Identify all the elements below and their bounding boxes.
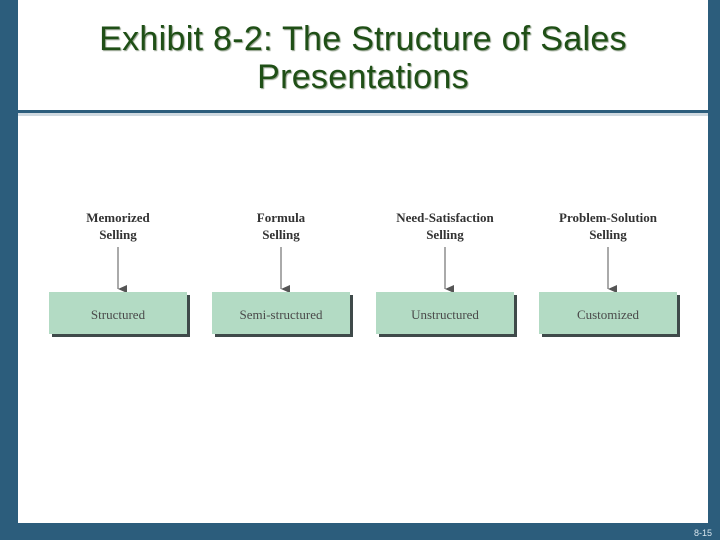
customized-label: Customized — [577, 307, 640, 322]
structured-label: Structured — [91, 307, 146, 322]
structured-box — [49, 292, 187, 334]
customized-box — [539, 292, 677, 334]
column-heading-line1: Memorized — [86, 210, 150, 225]
slide-title: Exhibit 8-2: The Structure of Sales Pres… — [99, 20, 627, 96]
column-heading-line1: Formula — [257, 210, 306, 225]
column-heading-line2: Selling — [262, 227, 300, 242]
column-heading-line2: Selling — [426, 227, 464, 242]
column-heading-line1: Need-Satisfaction — [396, 210, 494, 225]
column-heading-line2: Selling — [99, 227, 137, 242]
unstructured-label: Unstructured — [411, 307, 479, 322]
column-heading-line2: Selling — [589, 227, 627, 242]
unstructured-box — [376, 292, 514, 334]
column-heading-line1: Problem-Solution — [559, 210, 658, 225]
semi-structured-box — [212, 292, 350, 334]
slide-number: 8-15 — [693, 528, 712, 538]
title-panel: Exhibit 8-2: The Structure of Sales Pres… — [18, 0, 708, 113]
semi-structured-label: Semi-structured — [239, 307, 323, 322]
